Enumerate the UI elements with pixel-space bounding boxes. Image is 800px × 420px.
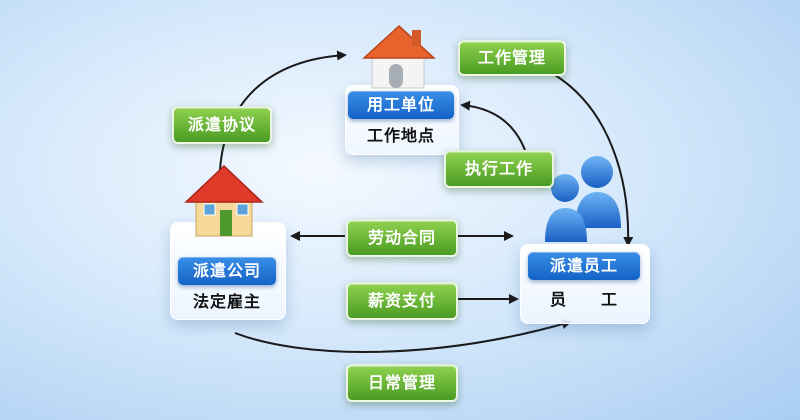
employee-label: 派遣员工 — [528, 252, 640, 280]
house-icon — [362, 24, 436, 89]
arrow-perform-work — [460, 100, 526, 151]
employer-label: 用工单位 — [348, 91, 454, 119]
tag-work-management: 工作管理 — [458, 40, 566, 76]
arrow-daily-management — [234, 319, 572, 353]
employer-sublabel: 工作地点 — [366, 126, 435, 145]
people-icon — [545, 156, 621, 242]
tag-dispatch-agreement: 派遣协议 — [172, 106, 272, 144]
employee-sublabel: 员 工 — [549, 290, 618, 309]
agency-sublabel: 法定雇主 — [192, 292, 261, 311]
house-icon — [184, 164, 264, 237]
agency-label: 派遣公司 — [178, 257, 276, 285]
tag-labor-contract: 劳动合同 — [346, 219, 458, 257]
tag-perform-work: 执行工作 — [444, 150, 554, 188]
tag-salary-payment: 薪资支付 — [346, 282, 458, 320]
tag-daily-management: 日常管理 — [346, 364, 458, 402]
